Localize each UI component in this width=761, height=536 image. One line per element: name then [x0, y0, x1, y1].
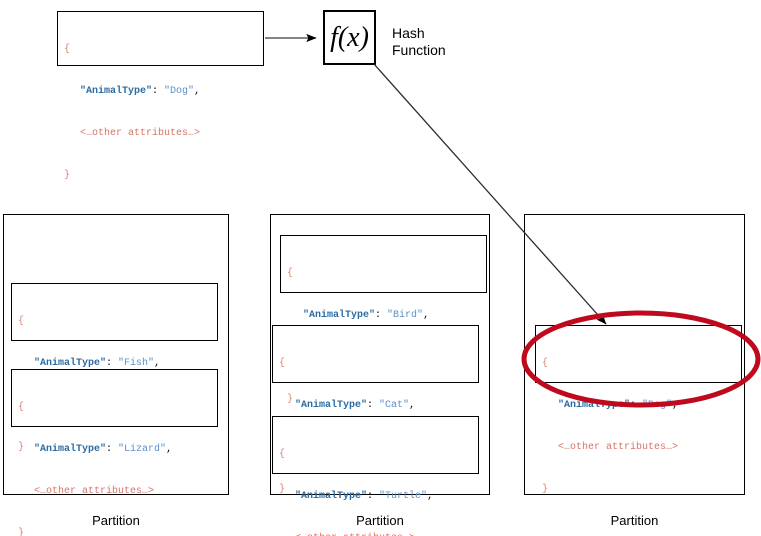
- record-open-brace: {: [542, 358, 549, 369]
- record-key: "AnimalType": [34, 358, 107, 369]
- partition-2-record-2: { "AnimalType": "Cat", <…other attribute…: [272, 325, 479, 495]
- partition-2-label: Partition: [356, 513, 404, 528]
- record-open-brace: {: [287, 268, 294, 279]
- record-close-brace: }: [279, 484, 286, 495]
- record-comma: ,: [672, 400, 679, 411]
- record-value: "Bird": [387, 310, 424, 321]
- source-value: "Dog": [164, 86, 195, 97]
- partition-1-record-2: { "AnimalType": "Lizard", <…other attrib…: [11, 369, 218, 536]
- source-open-brace: {: [64, 44, 71, 55]
- record-colon: :: [106, 444, 113, 455]
- record-value: "Dog": [642, 400, 673, 411]
- source-key-line: "AnimalType": "Dog",: [58, 85, 263, 99]
- record-attributes: <…other attributes…>: [558, 442, 679, 453]
- source-comma: ,: [194, 86, 201, 97]
- record-close-brace: }: [18, 528, 25, 536]
- record-key-line: "AnimalType": "Cat",: [273, 399, 478, 413]
- record-key: "AnimalType": [295, 400, 368, 411]
- record-close-brace: }: [287, 394, 294, 405]
- hash-function-box: f(x): [323, 10, 376, 65]
- record-key: "AnimalType": [34, 444, 107, 455]
- source-key: "AnimalType": [80, 86, 153, 97]
- hash-function-caption: Hash Function: [392, 25, 446, 58]
- record-key: "AnimalType": [295, 491, 368, 502]
- record-colon: :: [367, 491, 374, 502]
- record-key-line: "AnimalType": "Dog",: [536, 399, 741, 413]
- record-key-line: "AnimalType": "Fish",: [12, 357, 217, 371]
- record-open-brace: {: [279, 358, 286, 369]
- record-open-brace: {: [279, 449, 286, 460]
- partition-2-record-3: { "AnimalType": "Turtle", <…other attrib…: [272, 416, 479, 536]
- record-comma: ,: [154, 358, 161, 369]
- partition-3-label: Partition: [610, 513, 659, 528]
- partition-2-record-1: { "AnimalType": "Bird", <…other attribut…: [280, 235, 487, 405]
- record-comma: ,: [427, 491, 434, 502]
- record-key-line: "AnimalType": "Turtle",: [273, 490, 478, 504]
- record-value: "Turtle": [379, 491, 428, 502]
- source-attributes: <…other attributes…>: [80, 128, 201, 139]
- record-colon: :: [106, 358, 113, 369]
- record-open-brace: {: [18, 402, 25, 413]
- record-open-brace: {: [18, 316, 25, 327]
- partition-1-box: [3, 214, 229, 495]
- record-key-line: "AnimalType": "Lizard",: [12, 443, 217, 457]
- record-value: "Lizard": [118, 444, 167, 455]
- source-colon: :: [152, 86, 159, 97]
- record-key: "AnimalType": [303, 310, 376, 321]
- record-comma: ,: [423, 310, 430, 321]
- record-comma: ,: [409, 400, 416, 411]
- record-close-brace: }: [542, 484, 549, 495]
- record-colon: :: [367, 400, 374, 411]
- record-attributes: <…other attributes…>: [273, 532, 478, 536]
- partition-3-record-1: { "AnimalType": "Dog", <…other attribute…: [535, 325, 742, 495]
- record-value: "Cat": [379, 400, 410, 411]
- record-value: "Fish": [118, 358, 155, 369]
- record-key: "AnimalType": [558, 400, 631, 411]
- record-close-brace: }: [18, 442, 25, 453]
- source-record-card: { "AnimalType": "Dog", <…other attribute…: [57, 11, 264, 181]
- source-close-brace: }: [64, 170, 71, 181]
- partition-1-record-1: { "AnimalType": "Fish", <…other attribut…: [11, 283, 218, 453]
- hash-function-label: f(x): [330, 21, 369, 53]
- record-attributes: <…other attributes…>: [34, 486, 155, 497]
- record-comma: ,: [166, 444, 173, 455]
- partition-1-label: Partition: [92, 513, 140, 528]
- record-key-line: "AnimalType": "Bird",: [281, 309, 486, 323]
